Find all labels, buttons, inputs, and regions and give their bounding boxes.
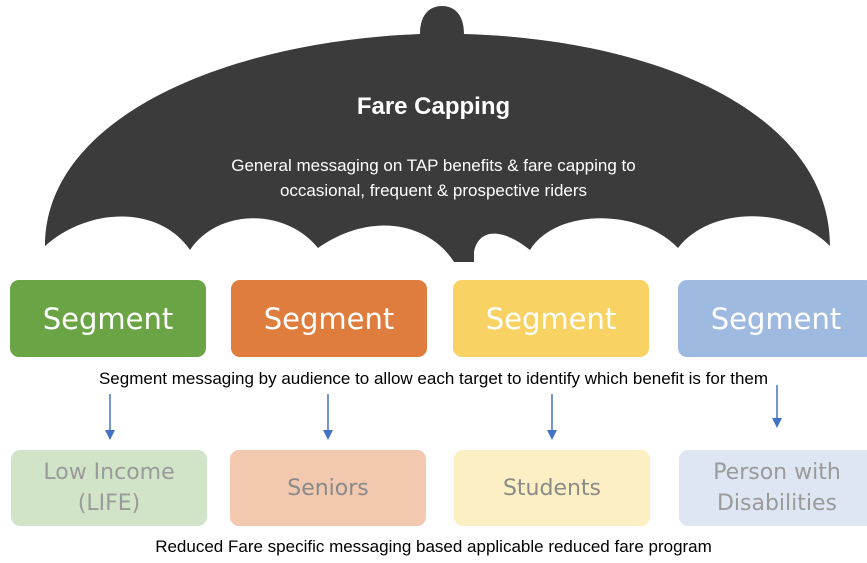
- segment-message: Segment messaging by audience to allow e…: [98, 369, 769, 388]
- down-arrow-1: [105, 394, 115, 440]
- down-arrow-3: [547, 394, 557, 440]
- down-arrow-4: [772, 385, 782, 428]
- group-label-line1: Low Income: [43, 460, 175, 485]
- down-arrow-2: [323, 394, 333, 440]
- group-box-seniors: Seniors: [230, 450, 426, 526]
- segment-label: Segment: [263, 301, 395, 336]
- umbrella-subtitle-line1: General messaging on TAP benefits & fare…: [231, 156, 636, 175]
- umbrella-subtitle: General messaging on TAP benefits & fare…: [0, 153, 867, 203]
- group-box-students: Students: [454, 450, 650, 526]
- segment-box-3: Segment: [453, 280, 649, 357]
- segment-label: Segment: [42, 301, 174, 336]
- segment-label: Segment: [710, 301, 842, 336]
- group-label-line2: Disabilities: [716, 491, 838, 516]
- segment-box-4: Segment: [678, 280, 867, 357]
- umbrella-subtitle-line2: occasional, frequent & prospective rider…: [279, 181, 588, 200]
- group-label-line2: (LIFE): [77, 491, 141, 516]
- group-label-line1: Students: [502, 475, 602, 501]
- group-box-low-income: Low Income (LIFE): [11, 450, 207, 526]
- segment-label: Segment: [485, 301, 617, 336]
- segment-box-1: Segment: [10, 280, 206, 357]
- umbrella-shape: [45, 6, 830, 262]
- umbrella-title: Fare Capping: [356, 93, 511, 120]
- segment-box-2: Segment: [231, 280, 427, 357]
- group-label-line1: Seniors: [287, 475, 369, 501]
- bottom-message: Reduced Fare specific messaging based ap…: [155, 537, 712, 556]
- group-box-disabilities: Person with Disabilities: [679, 450, 867, 526]
- group-label-line1: Person with: [713, 460, 841, 485]
- umbrella-canopy: [45, 6, 830, 262]
